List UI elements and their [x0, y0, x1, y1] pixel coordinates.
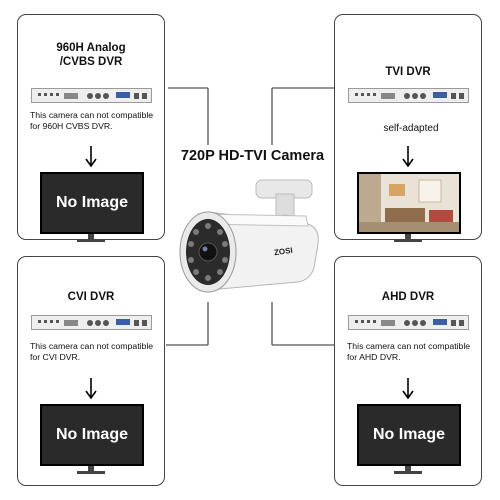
camera-title: 720P HD-TVI Camera [180, 148, 325, 164]
bullet-camera-icon [179, 179, 319, 293]
panel-title: CVI DVR [67, 291, 115, 303]
monitor-icon: No Image [357, 404, 461, 466]
panel-title: 960H Analog /CVBS DVR [56, 42, 126, 68]
no-image-label: No Image [55, 426, 128, 443]
monitor-icon: No Image [40, 404, 144, 466]
monitor-stand [394, 466, 422, 474]
down-arrow-icon [402, 146, 414, 168]
panel-960h-dvr: 960H Analog /CVBS DVR This camera can no… [17, 14, 165, 242]
panel-note: self-adapted [383, 123, 439, 134]
panel-note: This camera can not compatible for CVI D… [30, 341, 154, 362]
panel-title: TVI DVR [385, 66, 431, 78]
panel-ahd-dvr: AHD DVR This camera can not compatible f… [334, 256, 482, 486]
monitor-stand [77, 234, 105, 242]
monitor-icon [357, 172, 461, 234]
no-image-label: No Image [372, 426, 445, 443]
panel-title: AHD DVR [381, 291, 435, 303]
down-arrow-icon [402, 378, 414, 400]
monitor-icon: No Image [40, 172, 144, 234]
panel-note: This camera can not compatible for AHD D… [347, 341, 471, 362]
no-image-label: No Image [55, 194, 128, 211]
dvr-recorder-icon [31, 88, 152, 103]
monitor-stand [77, 466, 105, 474]
room-photo-icon [359, 174, 459, 232]
dvr-recorder-icon [31, 315, 152, 330]
dvr-recorder-icon [348, 88, 469, 103]
panel-tvi-dvr: TVI DVR self-adapted [334, 14, 482, 242]
monitor-stand [394, 234, 422, 242]
dvr-recorder-icon [348, 315, 469, 330]
panel-cvi-dvr: CVI DVR This camera can not compatible f… [17, 256, 165, 486]
down-arrow-icon [85, 146, 97, 168]
down-arrow-icon [85, 378, 97, 400]
panel-note: This camera can not compatible for 960H … [30, 110, 154, 131]
